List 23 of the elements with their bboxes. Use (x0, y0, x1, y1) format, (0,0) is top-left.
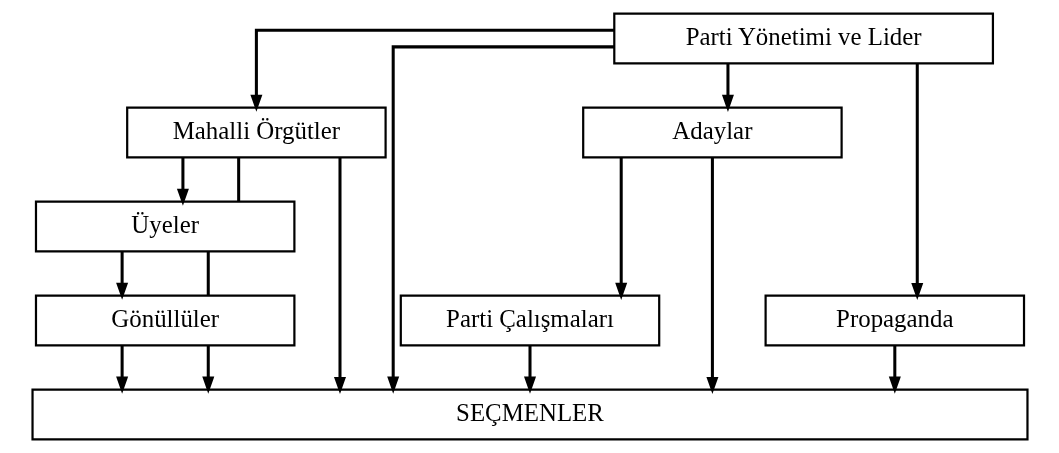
node-box: Parti Çalışmaları (399, 294, 660, 347)
node-box: Gönüllüler (34, 294, 295, 347)
node-box: Propaganda (764, 294, 1025, 347)
arrow (614, 157, 627, 300)
arrow (249, 28, 614, 112)
node-box: Üyeler (34, 200, 295, 253)
connector (236, 157, 240, 202)
arrow (201, 345, 214, 394)
node-box: Mahalli Örgütler (125, 106, 387, 159)
arrow (523, 345, 536, 394)
node-box: Parti Yönetimi ve Lider (612, 12, 994, 65)
arrow (705, 157, 718, 395)
arrow (910, 63, 923, 301)
arrow (386, 45, 614, 394)
node-box: SEÇMENLER (30, 388, 1029, 441)
node-box: Adaylar (581, 106, 843, 159)
arrow (176, 157, 189, 206)
connector (206, 251, 210, 296)
arrow (115, 345, 128, 394)
arrow (888, 345, 901, 394)
arrow (721, 63, 734, 112)
arrow (115, 251, 128, 300)
arrow (333, 157, 346, 395)
